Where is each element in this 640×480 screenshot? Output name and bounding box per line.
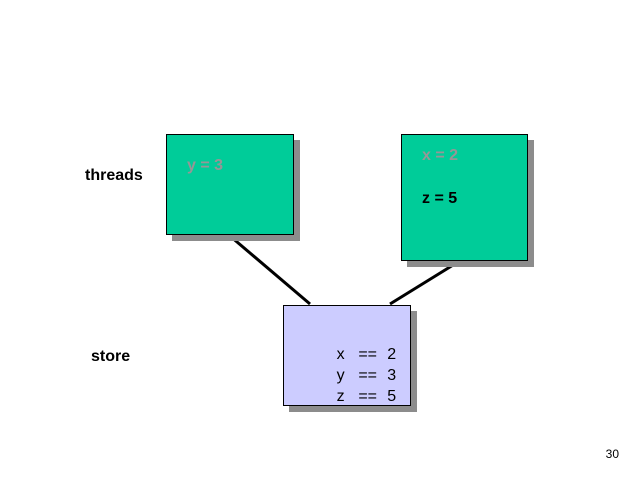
thread-2-assignment-x: x = 2 <box>422 147 459 164</box>
page-number: 30 <box>605 447 619 461</box>
thread-box-1: y = 3 <box>166 134 294 235</box>
store-entry-op: == <box>358 388 378 405</box>
threads-label: threads <box>85 167 143 184</box>
connector-thread-2-to-store <box>389 260 459 306</box>
store-entry-op: == <box>358 367 378 384</box>
thread-1-assignment-y: y = 3 <box>187 157 224 174</box>
store-entry-z: z == 5 <box>310 370 399 424</box>
store-entry-value: 5 <box>387 388 397 405</box>
connector-thread-1-to-store <box>229 234 311 306</box>
store-entry-value: 3 <box>387 367 397 384</box>
store-label: store <box>91 348 131 365</box>
store-box: x == 2 y == 3 z == 5 <box>283 305 411 406</box>
store-entry-op: == <box>358 346 378 363</box>
store-entry-var: x <box>336 346 345 363</box>
store-entry-y: y == 3 <box>310 349 399 403</box>
store-entry-var: y <box>336 367 345 384</box>
store-entry-value: 2 <box>387 346 397 363</box>
thread-box-2: x = 2 z = 5 <box>401 134 528 261</box>
store-entry-x: x == 2 <box>310 328 399 382</box>
thread-2-assignment-z: z = 5 <box>422 190 458 207</box>
store-entry-var: z <box>336 388 345 405</box>
